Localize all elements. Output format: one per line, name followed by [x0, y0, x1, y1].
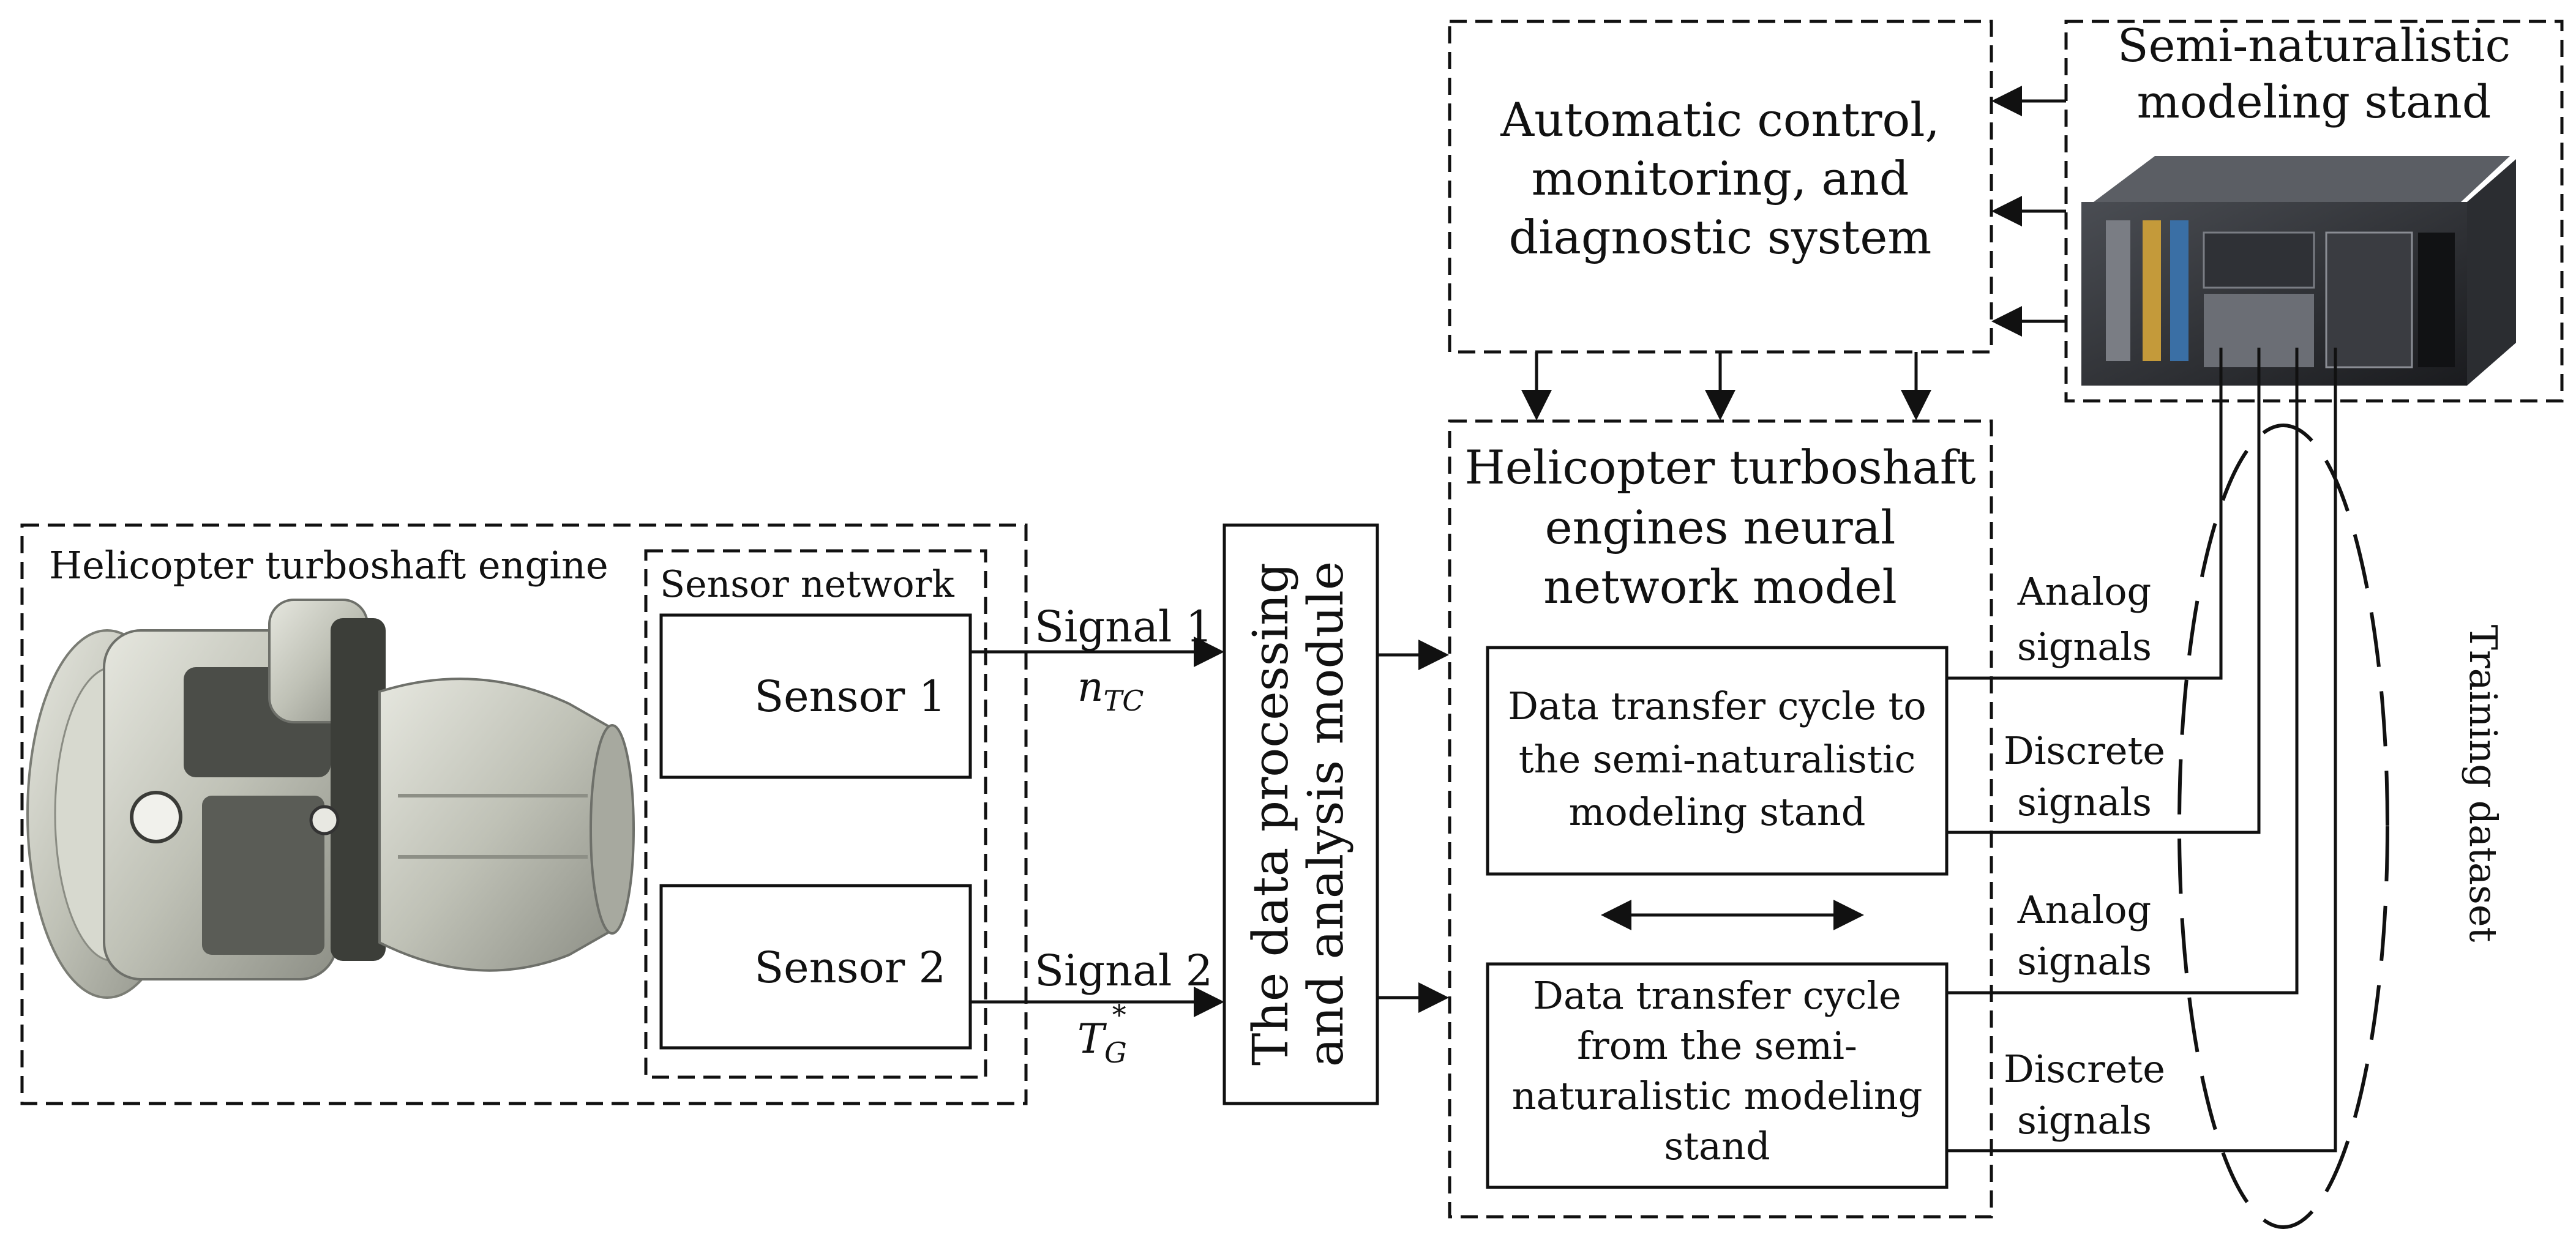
cycle-to-box	[1486, 646, 1949, 876]
signal1-label: Signal 1	[1035, 602, 1213, 652]
neural-model-frame	[1448, 419, 1993, 1219]
discrete-1-line2: signals	[2017, 780, 2152, 824]
analog-1-line1: Analog	[2017, 569, 2152, 614]
neural-model-line2: engines neural	[1545, 500, 1896, 555]
cycle-from-box	[1486, 962, 1949, 1189]
sensor-network-frame	[644, 549, 987, 1079]
signal2-symbol-superscript: *	[1112, 998, 1126, 1031]
signal1-symbol-main: n	[1077, 663, 1104, 711]
rack-server-icon	[2081, 156, 2516, 386]
cycle-from-line1: Data transfer cycle	[1533, 973, 1901, 1018]
sensor1-box	[659, 613, 972, 779]
sensor-network-label: Sensor network	[660, 563, 954, 606]
stand-line2: modeling stand	[2137, 76, 2492, 129]
engine-block-title: Helicopter turboshaft engine	[49, 543, 608, 588]
neural-model-line1: Helicopter turboshaft	[1465, 440, 1976, 495]
stand-frame	[2064, 20, 2564, 403]
discrete-1-line1: Discrete	[2004, 728, 2165, 773]
engine-block-frame	[20, 523, 1028, 1105]
discrete-wire-1	[1947, 348, 2261, 834]
signal2-label: Signal 2	[1035, 946, 1213, 996]
cycle-to-line2: the semi-naturalistic	[1519, 737, 1916, 782]
analog-wire-2	[1947, 348, 2299, 995]
signal2-symbol: TG *	[1077, 998, 1127, 1069]
sensor2-label: Sensor 2	[754, 943, 946, 993]
sensor1-label: Sensor 1	[754, 671, 946, 722]
signal2-symbol-subscript: G	[1104, 1036, 1127, 1069]
analog-2-line1: Analog	[2017, 887, 2152, 932]
signal2-symbol-main: T	[1077, 1015, 1107, 1063]
stand-line1: Semi-naturalistic	[2117, 20, 2510, 72]
cycle-to-line1: Data transfer cycle to	[1508, 684, 1926, 728]
discrete-2-line2: signals	[2017, 1098, 2152, 1143]
cycle-from-line2: from the semi-	[1577, 1023, 1857, 1068]
processing-module-box	[1222, 523, 1379, 1105]
signal1-symbol-subscript: TC	[1104, 684, 1144, 717]
processing-module-label: The data processing and analysis module	[1242, 561, 1354, 1067]
cycle-from-line3: naturalistic modeling	[1512, 1074, 1923, 1118]
analog-2-line2: signals	[2017, 939, 2152, 984]
turboshaft-engine-icon	[26, 599, 635, 999]
cycle-from-line4: stand	[1664, 1124, 1770, 1168]
cycle-to-line3: modeling stand	[1569, 790, 1866, 834]
discrete-wire-2	[1947, 348, 2337, 1152]
training-dataset-ellipse	[2177, 424, 2389, 1229]
analog-1-line2: signals	[2017, 624, 2152, 669]
training-dataset-label: Training dataset	[2461, 625, 2506, 943]
sensor2-box	[659, 884, 972, 1050]
control-system-line1: Automatic control,	[1500, 92, 1939, 147]
discrete-2-line1: Discrete	[2004, 1047, 2165, 1091]
processing-module-line2: and analysis module	[1297, 561, 1354, 1067]
control-system-line2: monitoring, and	[1532, 151, 1909, 206]
neural-model-line3: network model	[1543, 559, 1897, 614]
control-system-line3: diagnostic system	[1509, 210, 1932, 264]
analog-wire-1	[1947, 348, 2223, 680]
signal1-symbol: nTC	[1077, 663, 1144, 717]
processing-module-line1: The data processing	[1242, 562, 1299, 1066]
